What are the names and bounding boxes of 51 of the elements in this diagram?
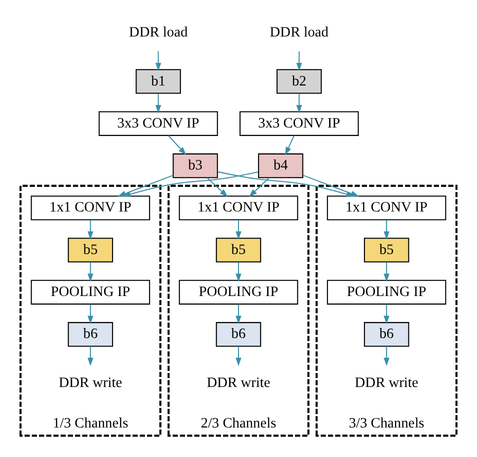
arrow	[236, 304, 242, 324]
arrow	[118, 174, 174, 196]
node-label: 3/3 Channels	[348, 415, 424, 432]
arrow	[88, 262, 94, 282]
arrow	[248, 176, 270, 197]
arrow	[88, 346, 94, 366]
arrow	[296, 92, 302, 113]
arrow	[168, 134, 186, 154]
node-text: DDR write	[354, 374, 418, 391]
node-box: b2	[276, 68, 322, 94]
node-label: 1/3 Channels	[52, 415, 128, 432]
node-box: 1x1 CONV IP	[326, 195, 446, 220]
arrow	[296, 50, 302, 71]
arrow	[285, 134, 295, 155]
arrow	[236, 262, 242, 282]
node-label: 2/3 Channels	[200, 415, 276, 432]
node-box: b6	[68, 322, 114, 346]
node-text: DDR load	[270, 24, 329, 40]
node-box: b5	[216, 237, 262, 262]
arrow	[206, 176, 228, 197]
cluster	[168, 184, 310, 436]
node-text: DDR load	[128, 24, 188, 40]
cluster	[316, 184, 458, 436]
node-box: b4	[258, 152, 304, 178]
node-box: b6	[216, 322, 262, 346]
arrow	[155, 92, 162, 113]
node-box: b5	[364, 237, 410, 262]
node-text: DDR write	[58, 374, 122, 391]
arrow	[384, 346, 390, 366]
node-box: POOLING IP	[30, 279, 150, 304]
arrow	[236, 219, 242, 240]
node-box: 3x3 CONV IP	[240, 110, 359, 136]
arrow	[88, 304, 94, 324]
node-box: 1x1 CONV IP	[30, 195, 150, 220]
node-box: b1	[136, 68, 181, 94]
arrow	[384, 262, 390, 282]
arrow	[88, 219, 94, 240]
arrow	[122, 170, 258, 196]
node-box: b5	[68, 237, 114, 262]
node-box: POOLING IP	[326, 279, 446, 304]
cluster	[20, 184, 162, 436]
node-box: b3	[172, 152, 218, 178]
node-box: POOLING IP	[178, 279, 298, 304]
arrow	[384, 304, 390, 324]
node-text: DDR write	[206, 374, 270, 391]
node-box: b6	[364, 322, 410, 346]
node-box: 3x3 CONV IP	[98, 110, 218, 136]
arrow	[384, 219, 390, 240]
arrow	[155, 50, 162, 71]
node-box: 1x1 CONV IP	[178, 195, 298, 220]
arrow	[236, 346, 242, 366]
